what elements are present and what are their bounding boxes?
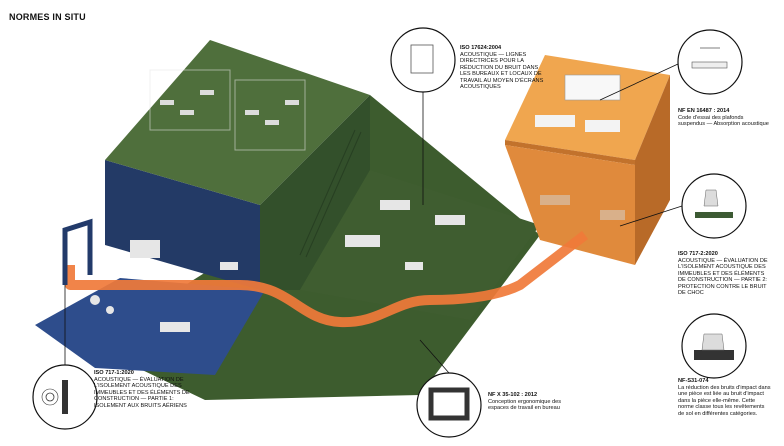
rooftop-cubicles <box>149 69 306 151</box>
callout-iso-17624 <box>390 27 456 205</box>
annotation-nf-x35-102: NF X 35-102 : 2012 Conception ergonomiqu… <box>488 392 576 412</box>
page-title: NORMES IN SITU <box>9 12 86 22</box>
annotation-nf-en-16487: NF EN 16487 : 2014 Code d'essai des plaf… <box>678 108 770 128</box>
callout-nf-x35-102 <box>416 339 482 438</box>
callout-nf-en-16487 <box>599 29 743 101</box>
annex-side <box>635 75 670 265</box>
annotation-code: ISO 717-1:2020 <box>94 370 134 376</box>
annex-top-floor-roof <box>505 55 670 160</box>
annotation-iso-717-2: ISO 717-2:2020 ACOUSTIQUE — ÉVALUATION D… <box>678 251 770 297</box>
annotation-iso-717-1: ISO 717-1:2020 ACOUSTIQUE — ÉVALUATION D… <box>94 370 204 409</box>
annotation-code: NF-S31-074 <box>678 378 709 384</box>
door-frame <box>62 218 93 285</box>
building-side-wall <box>260 95 370 290</box>
annex-upper <box>505 140 635 165</box>
callout-nf-s31-074 <box>681 313 747 379</box>
annotation-text: Conception ergonomique des espaces de tr… <box>488 398 562 412</box>
rooftop-desks <box>160 90 299 125</box>
annotation-code: NF X 35-102 : 2012 <box>488 392 538 398</box>
annex-furniture <box>535 74 625 220</box>
annotation-code: ISO 17624:2004 <box>460 45 502 51</box>
annotation-code: NF EN 16487 : 2014 <box>678 108 730 114</box>
annotation-text: La réduction des bruits d'impact dans un… <box>678 384 771 417</box>
ground-furniture <box>90 200 465 332</box>
annotation-text: ACOUSTIQUE — ÉVALUATION DE L'ISOLEMENT A… <box>94 376 190 409</box>
annotation-iso-17624: ISO 17624:2004 ACOUSTIQUE — LIGNES DIREC… <box>460 45 550 91</box>
stairs <box>299 129 362 258</box>
callout-iso-717-2 <box>619 173 747 239</box>
annotation-text: ACOUSTIQUE — ÉVALUATION DE L'ISOLEMENT A… <box>678 257 768 297</box>
annotation-text: Code d'essai des plafonds suspendus — Ab… <box>678 114 769 128</box>
building-roof <box>105 40 370 205</box>
annotation-code: ISO 717-2:2020 <box>678 251 718 257</box>
annotation-text: ACOUSTIQUE — LIGNES DIRECTRICES POUR LA … <box>460 51 544 91</box>
green-office-floor <box>300 170 540 320</box>
annotation-nf-s31-074: NF-S31-074 La réduction des bruits d'imp… <box>678 378 772 417</box>
callout-iso-717-1 <box>32 285 98 430</box>
building-front-wall <box>105 160 260 290</box>
walking-path <box>65 231 589 328</box>
